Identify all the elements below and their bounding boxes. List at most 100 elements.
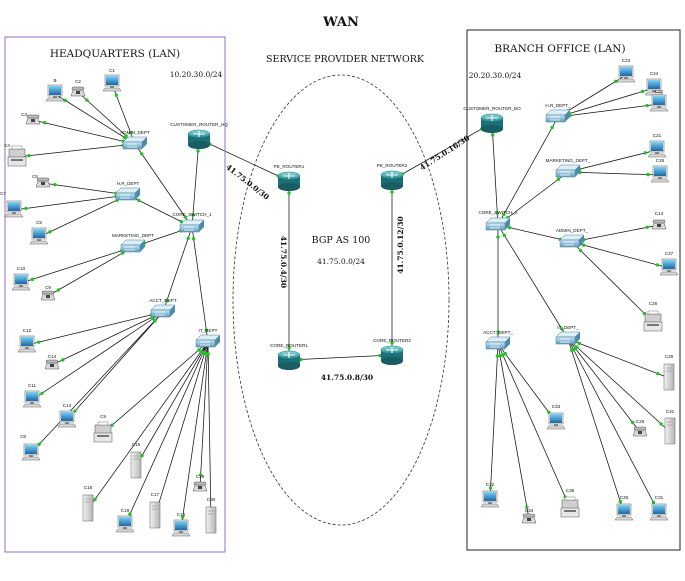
link-dC12-hqAcct xyxy=(26,311,164,346)
dB-pc-icon[interactable] xyxy=(45,84,65,102)
dC23-pc-icon[interactable] xyxy=(616,65,636,83)
dC34-phone-icon[interactable] xyxy=(521,513,537,524)
dC28-phone-icon[interactable] xyxy=(632,426,648,437)
dC31b-pc-icon[interactable] xyxy=(649,503,669,521)
dC26-printer-icon[interactable] xyxy=(643,310,663,332)
dC15-server-icon[interactable] xyxy=(130,451,142,479)
dC7-pc-icon[interactable] xyxy=(4,200,24,218)
link-status-dot xyxy=(651,500,656,505)
hqAcct-switch-icon[interactable] xyxy=(150,304,176,318)
link-dC18-hqIt xyxy=(124,341,209,526)
dC32-pc-icon[interactable] xyxy=(480,490,500,508)
dC11-label: C11 xyxy=(28,383,37,388)
brAcct-switch-icon[interactable] xyxy=(485,336,511,350)
dC22-label: C22 xyxy=(655,89,664,94)
dC18-pc-icon[interactable] xyxy=(115,515,135,533)
dC27-pc-icon[interactable] xyxy=(659,258,679,276)
link-dC6-hqHr xyxy=(42,182,129,196)
brHr-switch-icon[interactable] xyxy=(545,109,571,123)
link-status-dot xyxy=(560,327,564,331)
link-status-dot xyxy=(129,131,133,135)
dC6-phone-icon[interactable] xyxy=(35,177,51,188)
dC16-server-icon[interactable] xyxy=(82,494,94,522)
dC4-printer-icon[interactable] xyxy=(7,145,27,167)
hqAdmin-switch-icon[interactable] xyxy=(122,136,148,150)
link-status-dot xyxy=(140,152,144,156)
dC14-phone-icon[interactable] xyxy=(44,359,60,370)
dC16b-pc-icon[interactable] xyxy=(171,519,191,537)
hqCore-switch-icon[interactable] xyxy=(179,219,205,233)
link-dC9h-hqMkt xyxy=(47,246,134,297)
dC3-label: C3 xyxy=(21,112,27,117)
dC21-pc-icon[interactable] xyxy=(647,140,667,158)
dC19-phone-icon[interactable] xyxy=(192,481,208,492)
core2-router-icon[interactable] xyxy=(380,345,404,366)
link-dC25-brMkt xyxy=(567,171,661,176)
link-status-dot xyxy=(556,177,561,181)
dC30-server-icon[interactable] xyxy=(205,506,217,534)
link-status-dot xyxy=(287,191,291,195)
link-status-dot xyxy=(48,230,52,234)
brAdmin-switch-icon[interactable] xyxy=(559,234,585,248)
link-dC31b-brIt xyxy=(567,338,660,514)
dC25-pc-icon[interactable] xyxy=(650,165,670,183)
dC11-pc-icon[interactable] xyxy=(22,390,42,408)
dC9h-phone-icon[interactable] xyxy=(40,290,56,301)
hqIt-switch-icon[interactable] xyxy=(195,334,221,348)
dC13b-phone-icon[interactable] xyxy=(651,219,667,230)
core2-label: CORE_ROUTER2 xyxy=(373,338,411,343)
dC3-phone-icon[interactable] xyxy=(25,114,41,125)
dC33-pc-icon[interactable] xyxy=(546,412,566,430)
dC30b-pc-icon[interactable] xyxy=(614,503,634,521)
dC9-printer-icon[interactable] xyxy=(93,421,113,443)
link-dC21-brMkt xyxy=(567,149,658,173)
brIt-switch-icon[interactable] xyxy=(555,331,581,345)
dC35-printer-icon[interactable] xyxy=(560,496,580,518)
link-dC3-hqAdmin xyxy=(32,119,136,145)
link-status-dot xyxy=(569,348,574,353)
dC29-server-icon[interactable] xyxy=(663,363,675,391)
dC10-label: C10 xyxy=(17,266,26,271)
dC8-pc-icon[interactable] xyxy=(21,443,41,461)
hqMkt-label: MARKETING_DEPT xyxy=(112,233,154,238)
link-dC4-hqAdmin xyxy=(16,143,136,158)
hq-subnet: 10.20.30.0/24 xyxy=(170,70,223,79)
dC1-pc-icon[interactable] xyxy=(102,74,122,92)
dC5-label: C5 xyxy=(36,220,42,225)
hqMkt-switch-icon[interactable] xyxy=(120,239,146,253)
branch-wan-link-label: 41.75.0.16/30 xyxy=(418,133,471,172)
link-status-dot xyxy=(128,512,132,516)
branch-subnet: 20.20.30.0/24 xyxy=(469,71,522,80)
core1-label: CORE_ROUTER1 xyxy=(270,343,308,348)
core1-router-icon[interactable] xyxy=(277,350,301,371)
dC22-pc-icon[interactable] xyxy=(649,94,669,112)
pe2-router-icon[interactable] xyxy=(380,170,404,191)
dC16b-label: C16 xyxy=(177,512,186,517)
link-status-dot xyxy=(655,263,660,267)
link-dC14-hqAcct xyxy=(51,311,164,366)
dC17-server-icon[interactable] xyxy=(149,501,161,529)
dC10-pc-icon[interactable] xyxy=(11,273,31,291)
dC35-label: C35 xyxy=(566,488,575,493)
dC31-server-icon[interactable] xyxy=(664,417,676,445)
pe1-router-icon[interactable] xyxy=(277,171,301,192)
dC5-pc-icon[interactable] xyxy=(29,227,49,245)
link-status-dot xyxy=(53,182,57,187)
hqHr-switch-icon[interactable] xyxy=(115,187,141,201)
dC2-phone-icon[interactable] xyxy=(70,86,86,97)
hqR-router-icon[interactable] xyxy=(187,129,211,150)
dC13-pc-icon[interactable] xyxy=(57,410,77,428)
link-status-dot xyxy=(578,248,583,253)
brCore-switch-icon[interactable] xyxy=(485,217,511,231)
sp-subnet: 41.75.0.0/24 xyxy=(317,257,365,266)
link-brIt-brCore xyxy=(497,224,569,340)
brR-router-icon[interactable] xyxy=(480,113,504,134)
brMkt-switch-icon[interactable] xyxy=(555,164,581,178)
link-dC34-brAcct xyxy=(497,343,530,520)
dC12-pc-icon[interactable] xyxy=(17,335,37,353)
dC12-label: C12 xyxy=(23,328,32,333)
link-status-dot xyxy=(191,237,196,241)
link-dC30-hqIt xyxy=(207,341,212,522)
dC17-label: C17 xyxy=(151,492,160,497)
dC7-label: C7 xyxy=(0,191,6,196)
